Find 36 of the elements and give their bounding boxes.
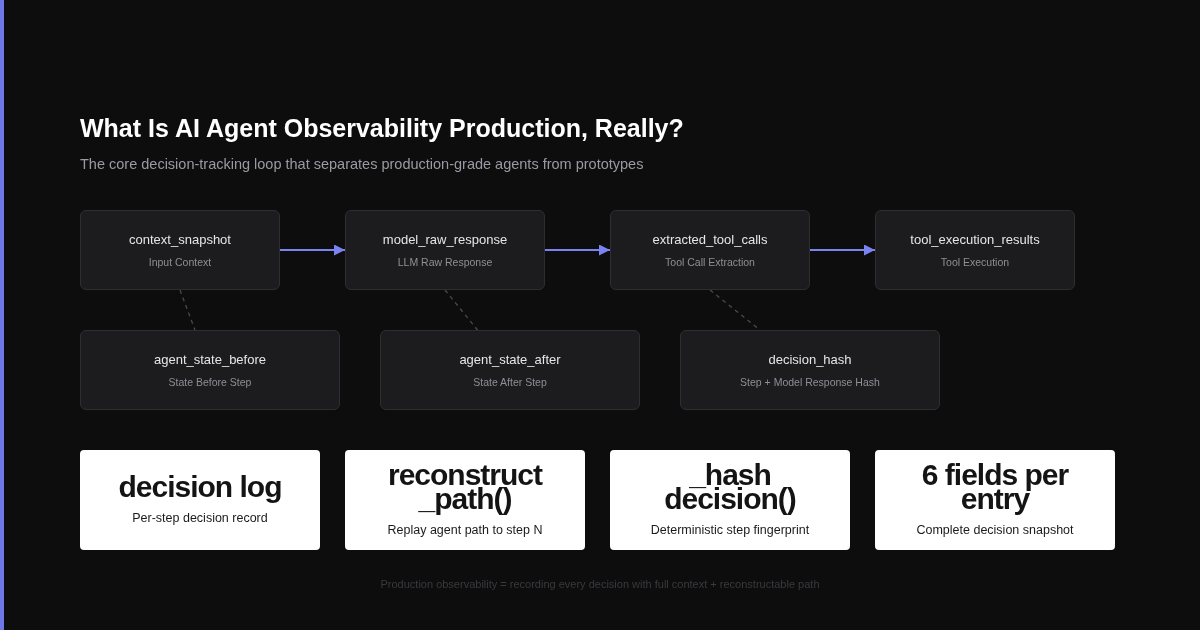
- field-name: extracted_tool_calls: [652, 232, 768, 247]
- field-name: decision_hash: [768, 352, 852, 367]
- field-description: Replay agent path to step N: [387, 523, 543, 537]
- field-name: tool_execution_results: [910, 232, 1040, 247]
- field-name: context_snapshot: [129, 232, 231, 247]
- field-description: Input Context: [148, 256, 212, 268]
- field-box: [610, 210, 810, 290]
- subtitle: The core decision-tracking loop that separates production-grade agents from prototypes: [80, 156, 644, 172]
- field-name: agent_state_after: [459, 352, 561, 367]
- stat-card: [875, 450, 1115, 550]
- field-box: [345, 210, 545, 290]
- field-name: agent_state_before: [153, 352, 266, 367]
- dashed-connector: [444, 289, 479, 331]
- field-box: [80, 210, 280, 290]
- field-box: [875, 210, 1075, 290]
- field-description: LLM Raw Response: [397, 256, 493, 268]
- field-box: [680, 330, 940, 410]
- arrow: [809, 244, 876, 256]
- field-description: State Before Step: [168, 376, 252, 388]
- field-description: Tool Call Extraction: [665, 256, 755, 268]
- field-description: Step + Model Response Hash: [740, 376, 880, 388]
- title: What Is AI Agent Observability Production, Really?: [80, 114, 684, 143]
- stat-card: [345, 450, 585, 550]
- field-box: [80, 330, 340, 410]
- stat-card: [610, 450, 850, 550]
- field-description: Complete decision snapshot: [916, 523, 1074, 537]
- field-name: model_raw_response: [382, 232, 508, 247]
- arrow: [279, 244, 346, 256]
- field-description: Tool Execution: [940, 256, 1010, 268]
- field-description: Deterministic step fingerprint: [650, 523, 810, 537]
- field-description: Per-step decision record: [132, 511, 268, 525]
- stat-card: [80, 450, 320, 550]
- arrow: [544, 244, 611, 256]
- field-box: [380, 330, 640, 410]
- dashed-connector: [179, 289, 196, 331]
- field-description: State After Step: [473, 376, 547, 388]
